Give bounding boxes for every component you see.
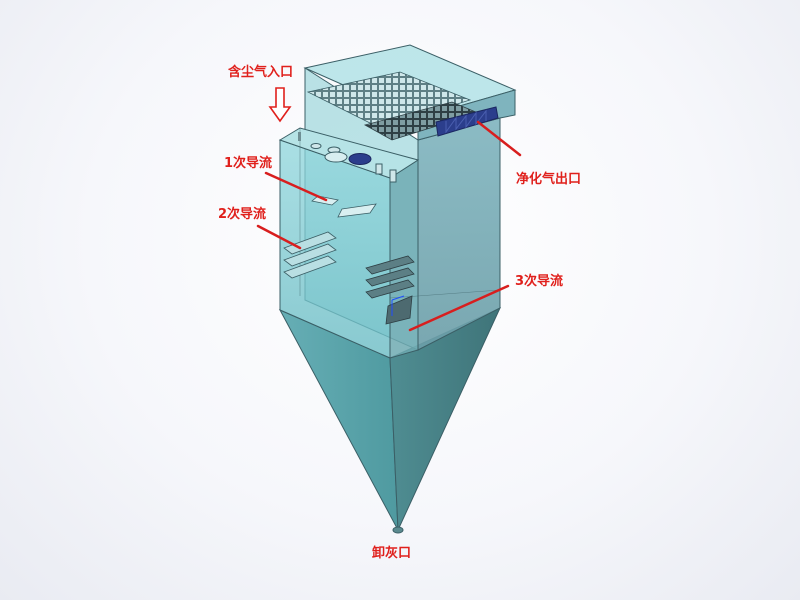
- filter-grid-light: [306, 71, 472, 129]
- guide-plate: [283, 231, 337, 255]
- label-ash-outlet: 卸灰口: [372, 545, 411, 561]
- guide-3-plates: [365, 255, 415, 325]
- guide-plate: [337, 203, 377, 218]
- pipe-fitting: [389, 169, 397, 183]
- leader-line-clean-outlet: [476, 120, 522, 157]
- main-housing-top: [278, 127, 420, 179]
- clean-gas-outlet-duct-ribs: [445, 109, 487, 134]
- guide-plate: [385, 295, 413, 325]
- ash-outlet-nozzle: [392, 526, 404, 534]
- leader-line-guide-3: [408, 284, 510, 332]
- pipe-fitting: [324, 151, 348, 163]
- label-clean-outlet: 净化气出口: [516, 171, 581, 187]
- clean-gas-outlet-duct: [435, 106, 499, 137]
- guide-plate: [283, 255, 337, 279]
- guide-plate: [283, 243, 337, 267]
- label-guide-1: 1次导流: [224, 155, 272, 171]
- guide-2-plates: [283, 231, 337, 279]
- top-fittings: [298, 132, 397, 183]
- leader-line-guide-1: [264, 171, 328, 202]
- inlet-arrow-icon: [268, 87, 292, 123]
- leader-line-guide-2: [256, 224, 302, 250]
- ash-hopper: [278, 306, 502, 534]
- guide-plate: [365, 267, 415, 287]
- guide-plate: [365, 255, 415, 275]
- label-guide-3: 3次导流: [515, 273, 563, 289]
- leader-lines: [256, 120, 522, 332]
- guide-plate: [365, 279, 415, 299]
- pipe-fitting: [310, 143, 322, 149]
- label-dust-inlet: 含尘气入口: [227, 64, 293, 80]
- label-guide-2: 2次导流: [218, 206, 266, 222]
- manhole-cover: [348, 153, 372, 165]
- pipe-fitting: [298, 132, 301, 141]
- pipe-fitting: [375, 163, 383, 175]
